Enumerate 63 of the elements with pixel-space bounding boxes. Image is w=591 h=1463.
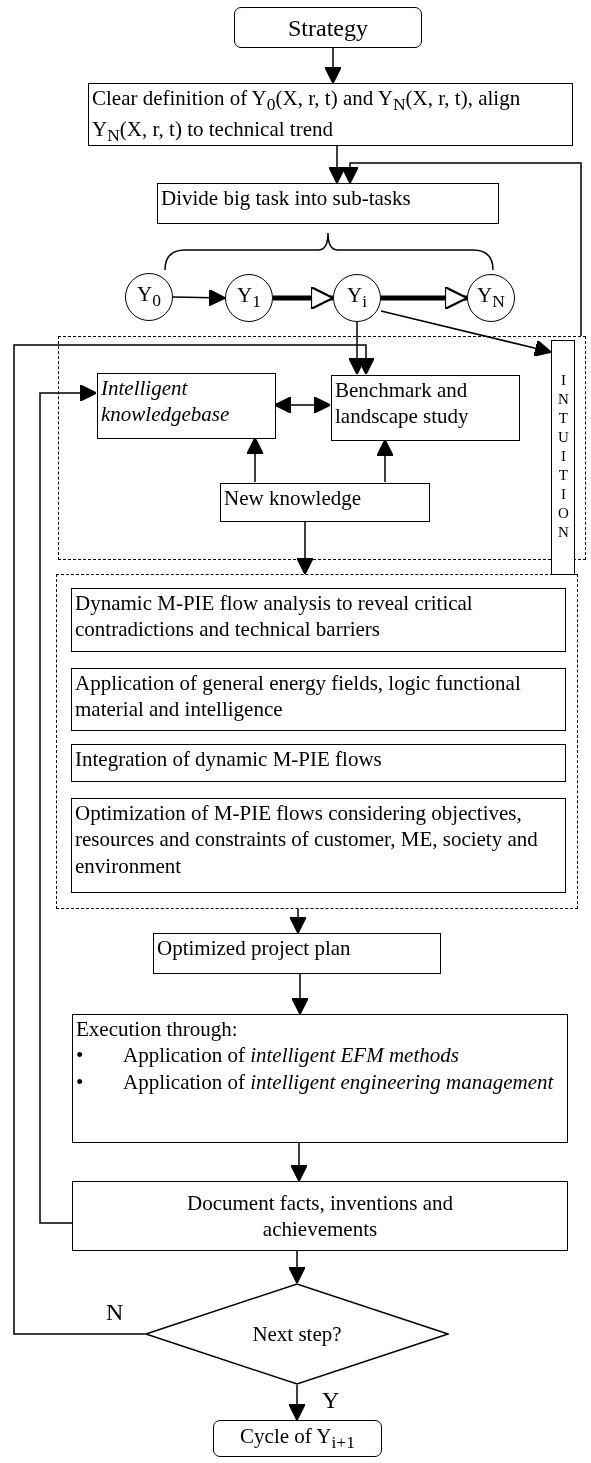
box-text: Optimized project plan [157,935,352,962]
process-box [88,83,573,146]
terminal-box [213,1420,382,1457]
task-circle [467,274,515,322]
box-heading: Execution through: [76,1016,239,1043]
process-box [157,183,499,224]
box-text: Cycle of Y$_{i+1}$ [240,1422,355,1455]
vertical-bar [551,340,575,575]
arrow [296,520,314,575]
arrow [13,344,375,1335]
task-circle [225,274,273,322]
arrow [274,396,331,414]
bullet-mark: • [76,1068,85,1095]
task-circle [125,273,173,321]
process-box [71,744,566,782]
box-text: Integration of dynamic M-PIE flows [75,746,383,773]
box-text: Divide big task into sub-tasks [161,185,412,212]
arrow [290,1142,308,1182]
process-box [71,798,566,893]
box-text: Application of general energy fields, logic functional material and intelligence [75,670,522,723]
arrow [288,1384,306,1421]
arrow [380,310,552,357]
process-box [153,933,441,974]
decision-label: Next step? [252,1320,342,1348]
process-box [72,1181,568,1251]
arrow [246,437,264,483]
box-text: Strategy [288,13,368,43]
bullet-item: Application of intelligent EFM methods [123,1042,459,1069]
bullet-item: Application of intelligent engineering management [123,1068,554,1095]
task-circle [333,274,381,322]
terminal-box [234,7,422,48]
arrow [289,908,307,934]
circle-label: Y$_{N}$ [477,282,505,314]
process-box [331,375,520,441]
circle-label: Y$_{i}$ [346,282,367,314]
arrow [39,384,97,1224]
arrow [273,285,335,311]
circle-label: Y$_{1}$ [237,282,261,314]
arrow [341,162,582,337]
box-text: Clear definition of Y$_{0}$(X, r, t) and Y$_{N}$(X, r, t), align Y$_{N}$(X, r, t) to technical trend [92,85,522,148]
arrow [381,285,469,311]
box-text: Optimization of M-PIE flows considering objectives, resources and constraints of customer, ME, society and environment [75,800,539,879]
process-box [97,373,276,439]
box-text: Document facts, inventions and achievements [186,1189,454,1243]
box-text: Dynamic M-PIE flow analysis to reveal critical contradictions and technical barriers [75,590,474,643]
process-box [220,483,430,522]
bullet-mark: • [76,1042,85,1069]
box-text: New knowledge [224,485,363,512]
process-box [71,588,566,652]
box-text: Intelligent knowledgebase [101,375,231,428]
process-box [72,1014,568,1143]
arrow [288,1250,306,1284]
arrow [291,973,309,1015]
box-text: INTUITION [554,372,573,543]
arrow [376,439,394,483]
process-box [71,668,566,731]
box-text: Benchmark and landscape study [335,377,470,430]
arrow [324,47,342,84]
circle-label: Y$_{0}$ [137,281,161,313]
dashed-frame [56,574,578,909]
decision-diamond [145,1283,449,1385]
arrow [328,145,346,184]
arrow [172,288,226,307]
